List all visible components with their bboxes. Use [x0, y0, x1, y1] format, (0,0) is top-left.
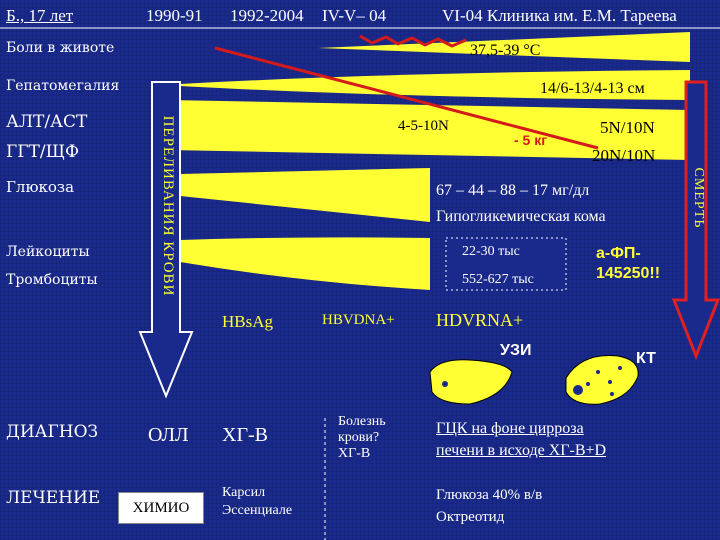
enzyme-mid: 4-5-10N — [398, 118, 449, 134]
kt-liver-shape — [565, 354, 639, 405]
kt-lesion — [618, 366, 622, 370]
row-hepato: Гепатомегалия — [6, 78, 120, 94]
uzi-lesion — [442, 381, 448, 387]
period-4: VI-04 Клиника им. Е.М. Тареева — [442, 6, 677, 25]
row-ggt: ГГТ/ЩФ — [6, 142, 80, 162]
transfusion-label: ПЕРЕЛИВАНИЯ КРОВИ — [160, 115, 176, 297]
kt-label: КТ — [636, 350, 656, 367]
leuko-value: 22-30 тыс — [462, 244, 520, 259]
afp-value: а-ФП- 145250!! — [596, 245, 661, 282]
glucose-value: 67 – 44 – 88 – 17 мг/дл — [436, 182, 590, 199]
diagnosis-label: ДИАГНОЗ — [6, 422, 99, 442]
uzi-label: УЗИ — [500, 342, 532, 359]
treatment-karsil: Карсил Эссенциале — [222, 485, 293, 518]
period-1: 1990-91 — [146, 6, 203, 25]
hbvdna-marker: HBVDNA+ — [322, 312, 395, 328]
hepato-size: 14/6-13/4-13 см — [540, 80, 645, 97]
row-glucose: Глюкоза — [6, 178, 75, 196]
diagnosis-hcc: ГЦК на фоне цирроза печени в исходе ХГ-В… — [436, 420, 607, 459]
thrombo-value: 552-627 тыс — [462, 272, 534, 287]
kt-lesion — [586, 382, 590, 386]
treatment-label: ЛЕЧЕНИЕ — [6, 488, 101, 508]
uzi-liver-shape — [429, 359, 513, 405]
himio-box: ХИМИО — [118, 492, 204, 524]
diagnosis-blood: Болезнь крови? ХГ-В — [338, 414, 386, 461]
ggt-value: 20N/10N — [592, 146, 656, 165]
row-thrombo: Тромбоциты — [6, 272, 98, 288]
row-pain: Боли в животе — [6, 40, 115, 56]
enzyme-band — [164, 100, 690, 160]
death-label: СМЕРТЬ — [691, 167, 706, 229]
patient-label: Б., 17 лет — [6, 6, 74, 25]
row-leuko: Лейкоциты — [6, 244, 90, 260]
hypo-coma: Гипогликемическая кома — [436, 208, 606, 225]
kt-lesion — [596, 370, 600, 374]
leuko-band — [180, 237, 430, 290]
fever-wave — [359, 34, 467, 48]
hepato-band — [180, 70, 690, 100]
period-3: IV-V– 04 — [322, 6, 387, 25]
alt-value: 5N/10N — [600, 118, 655, 137]
hbsag-marker: HBsAg — [222, 312, 274, 331]
pain-temp: 37,5-39 °C — [470, 42, 541, 59]
trend-line — [214, 46, 599, 150]
leuko-box — [445, 237, 567, 291]
row-alt: АЛТ/АСТ — [6, 112, 88, 132]
kt-lesion — [608, 380, 612, 384]
transfusion-arrow — [138, 81, 194, 399]
diagnosis-oll: ОЛЛ — [148, 424, 189, 446]
death-arrow — [671, 80, 720, 361]
glucose-band — [180, 168, 430, 222]
treatment-glucose: Глюкоза 40% в/в Октреотид — [436, 487, 543, 525]
kt-lesion — [610, 392, 614, 396]
pain-band — [318, 32, 690, 62]
diagnosis-hgv: ХГ-В — [222, 424, 269, 446]
weight-loss: - 5 кг — [514, 132, 548, 148]
period-2: 1992-2004 — [230, 6, 304, 25]
kt-lesion — [573, 385, 583, 395]
hdvrna-marker: HDVRNA+ — [436, 310, 524, 330]
